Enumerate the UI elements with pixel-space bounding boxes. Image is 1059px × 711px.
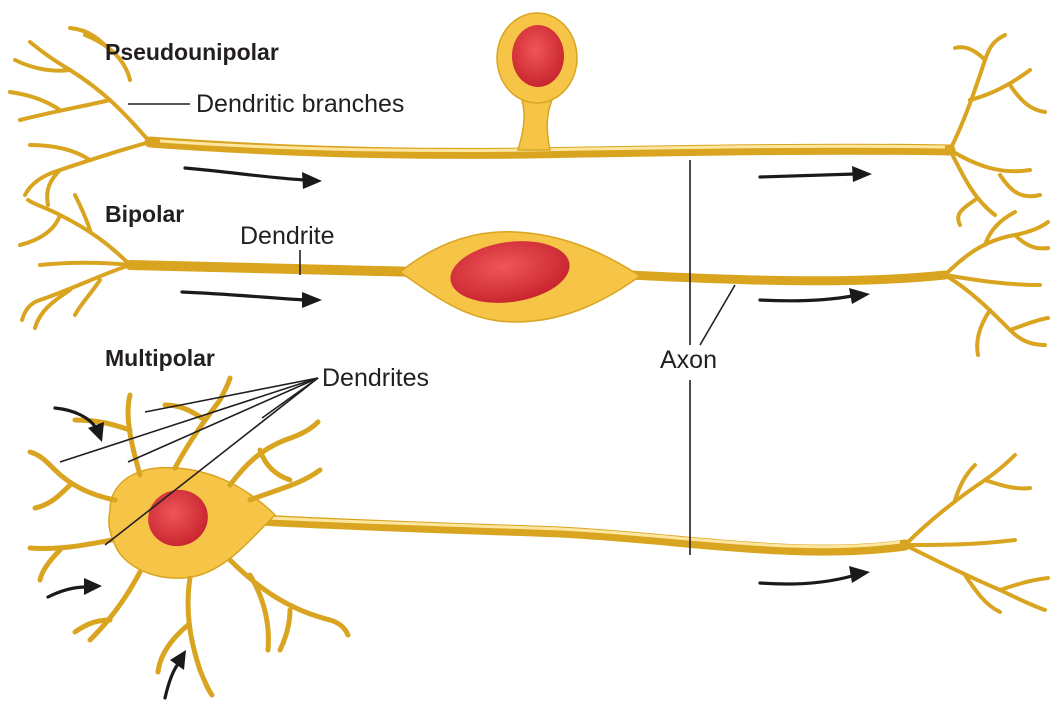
label-dendrite: Dendrite (240, 222, 335, 250)
labels: Pseudounipolar Dendritic branches Bipola… (105, 39, 717, 392)
leader-lines (59, 103, 736, 555)
pseudounipolar-neuron (8, 12, 1047, 227)
arrow-bipolar-in (180, 290, 322, 308)
arrow-multipolar-bottom (163, 650, 186, 700)
arrow-bipolar-out (758, 288, 870, 304)
pseudounipolar-nucleus (512, 25, 564, 87)
label-multipolar: Multipolar (105, 345, 215, 371)
bipolar-left-dendrites (18, 193, 132, 330)
arrow-pseudounipolar-out (758, 166, 872, 182)
multipolar-dendrites (27, 375, 351, 698)
leader-dendrites-1 (144, 377, 319, 413)
multipolar-right-terminals (903, 453, 1050, 614)
leader-dendrites-3 (127, 377, 319, 463)
pseudounipolar-right-terminals (948, 33, 1047, 227)
leader-dendrites-4 (104, 377, 319, 546)
arrow-multipolar-out (758, 566, 870, 586)
bipolar-nucleus (450, 241, 570, 303)
multipolar-neuron (27, 375, 1050, 698)
label-dendritic-branches: Dendritic branches (196, 90, 404, 118)
arrow-pseudounipolar-in (183, 166, 322, 189)
leader-axon-bipolar (699, 284, 736, 346)
arrow-multipolar-top (53, 406, 104, 442)
label-axon: Axon (660, 346, 717, 374)
bipolar-right-terminals (943, 210, 1050, 357)
leader-dendrites-5 (261, 377, 319, 419)
bipolar-neuron (18, 193, 1050, 357)
signal-arrows (46, 166, 872, 700)
multipolar-nucleus (148, 489, 208, 547)
pseudounipolar-left-dendrites (8, 26, 152, 207)
leader-dendrites-2 (59, 377, 319, 463)
label-dendrites: Dendrites (322, 364, 429, 392)
label-pseudounipolar: Pseudounipolar (105, 39, 279, 65)
arrow-multipolar-left (46, 578, 102, 599)
label-bipolar: Bipolar (105, 201, 184, 227)
